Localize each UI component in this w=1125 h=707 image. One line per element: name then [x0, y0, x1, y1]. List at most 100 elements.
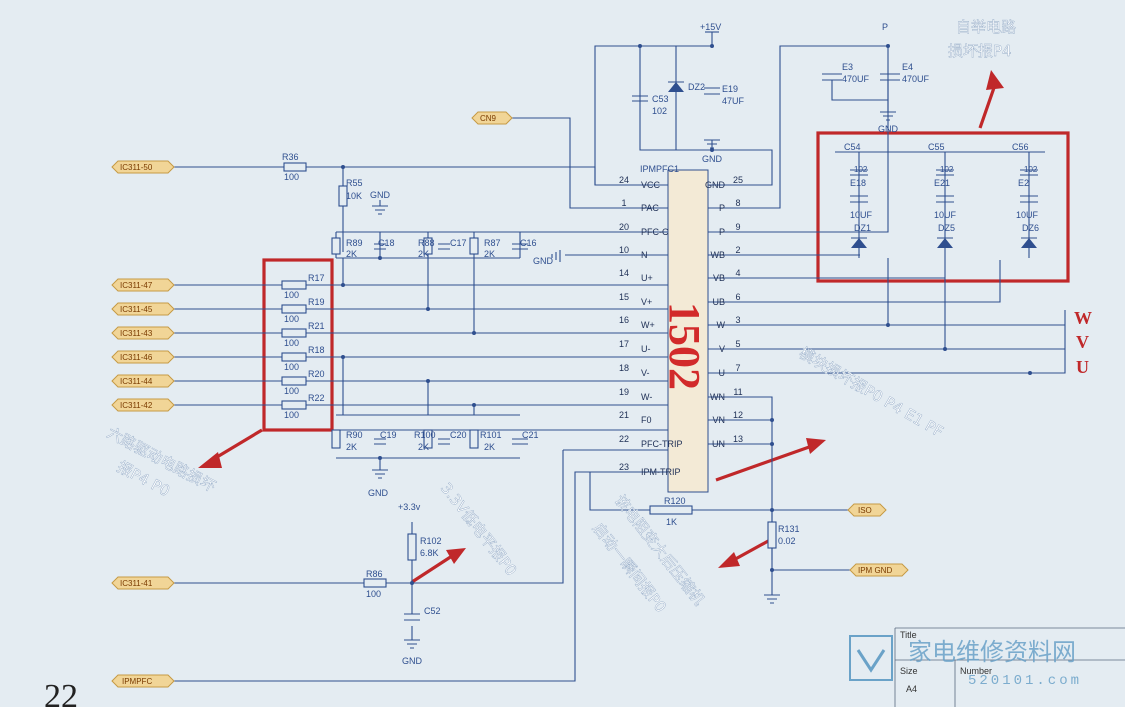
ic-pin-name: VN: [712, 415, 725, 425]
bootstrap-cell-3: [1020, 152, 1038, 258]
signal-ic311-46: IC311-46: [120, 353, 153, 362]
value-r102: 6.8K: [420, 548, 439, 558]
signal-ic311-44: IC311-44: [120, 377, 153, 386]
watermark-text: 家电维修资料网: [908, 638, 1076, 666]
ic-pin-name: PAC: [641, 203, 659, 213]
label-e2: E2: [1018, 178, 1029, 188]
ic-pin-number: 19: [619, 387, 629, 397]
value-r19: 100: [284, 314, 299, 324]
label-r120: R120: [664, 496, 686, 506]
label-r17: R17: [308, 273, 325, 283]
resistor-r18: [281, 352, 307, 362]
capacitor-c17: [438, 243, 450, 250]
signal-ipmpfc: IPMPFC: [122, 677, 152, 686]
signal-ic311-42: IC311-42: [120, 401, 153, 410]
ic-pin-number: 25: [733, 175, 743, 185]
ic-pin-name: PFC-C: [641, 227, 669, 237]
ic-pin-number: 6: [735, 292, 740, 302]
ic-part-number: 1502: [660, 302, 709, 390]
label-c56: C56: [1012, 142, 1029, 152]
ic-pin-number: 8: [735, 198, 740, 208]
value-e18: 10UF: [850, 210, 873, 220]
label-r88: R88: [418, 238, 435, 248]
label-dz1: DZ1: [854, 223, 871, 233]
capacitor-c19: [374, 438, 386, 445]
resistor-r36: [283, 162, 307, 172]
value-c56: 102: [1024, 165, 1038, 174]
ic-pin-number: 20: [619, 222, 629, 232]
ic-pin-name: IPM-TRIP: [641, 467, 681, 477]
label-dz6: DZ6: [1022, 223, 1039, 233]
label-c52: C52: [424, 606, 441, 616]
label-gnd-c52: GND: [402, 656, 423, 666]
annotation-arrows: [198, 70, 1004, 584]
resistor-r55: [338, 185, 348, 207]
resistor-r19: [281, 304, 307, 314]
ic-pin-name: F0: [641, 415, 652, 425]
value-r101: 2K: [484, 442, 495, 452]
label-c55: C55: [928, 142, 945, 152]
value-r55: 10K: [346, 191, 362, 201]
label-gnd-top: GND: [370, 190, 391, 200]
resistor-r102: [407, 533, 417, 561]
signal-flags: [111, 111, 909, 688]
ic-pin-number: 18: [619, 363, 629, 373]
label-r90: R90: [346, 430, 363, 440]
label-v15: +15V: [700, 22, 721, 32]
value-c55: 102: [940, 165, 954, 174]
label-gnd-bottom: GND: [368, 488, 389, 498]
label-gnd-15v: GND: [702, 154, 723, 164]
label-c18: C18: [378, 238, 395, 248]
label-dz5: DZ5: [938, 223, 955, 233]
titleblock-size: Size: [900, 666, 918, 676]
label-c21: C21: [522, 430, 539, 440]
resistor-r100: [423, 429, 433, 449]
value-r36: 100: [284, 172, 299, 182]
annotation-module: 模块损坏报P0 P4 E1 PF: [796, 344, 946, 441]
label-r89: R89: [346, 238, 363, 248]
label-r36: R36: [282, 152, 299, 162]
ic-pin-name: P: [719, 203, 725, 213]
ic-pin-name: W+: [641, 320, 655, 330]
page-number: 22: [44, 678, 78, 707]
value-r87: 2K: [484, 249, 495, 259]
ic-pin-number: 10: [619, 245, 629, 255]
ic-ref: IPMPFC1: [640, 164, 679, 174]
ic-pin-name: WB: [711, 250, 726, 260]
signal-iso: ISO: [858, 506, 872, 515]
bootstrap-cell-1: [850, 152, 868, 258]
value-e19: 47UF: [722, 96, 745, 106]
label-e19: E19: [722, 84, 738, 94]
label-p-rail: P: [882, 22, 888, 32]
label-r18: R18: [308, 345, 325, 355]
phase-w-label: W: [1074, 308, 1092, 328]
ic-pin-number: 17: [619, 339, 629, 349]
label-r102: R102: [420, 536, 442, 546]
capacitor-c18: [374, 243, 386, 250]
junction-dots: [341, 44, 1032, 585]
value-r89: 2K: [346, 249, 357, 259]
ic-pin-name: VB: [713, 273, 725, 283]
resistor-r17: [281, 280, 307, 290]
label-v33: +3.3v: [398, 502, 421, 512]
ic-pin-number: 1: [621, 198, 626, 208]
gate-resistor-highlight-box: [262, 258, 334, 432]
capacitor-c53: [632, 95, 648, 102]
label-r86: R86: [366, 569, 383, 579]
ic-pin-name: W-: [641, 392, 652, 402]
ic-pin-name: GND: [705, 180, 726, 190]
resistor-r131: [767, 521, 777, 549]
ic-pin-name: V-: [641, 368, 650, 378]
ic-pin-number: 24: [619, 175, 629, 185]
label-r131: R131: [778, 524, 800, 534]
label-r101: R101: [480, 430, 502, 440]
value-r90: 2K: [346, 442, 357, 452]
titleblock-title: Title: [900, 630, 917, 640]
ic-pin-name: V: [719, 344, 725, 354]
capacitor-e19: [704, 87, 720, 95]
label-r21: R21: [308, 321, 325, 331]
ic-pin-name: U-: [641, 344, 651, 354]
ic-pin-name: W: [717, 320, 726, 330]
ic-pin-number: 5: [735, 339, 740, 349]
bootstrap-highlight-box: [816, 131, 1070, 283]
